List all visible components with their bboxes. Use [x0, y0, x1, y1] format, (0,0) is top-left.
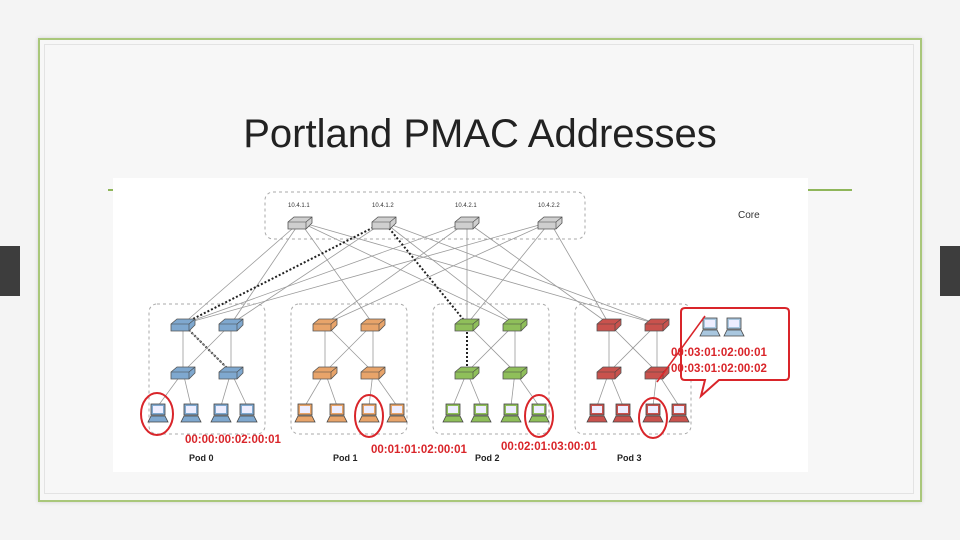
core-group-box: [264, 191, 586, 240]
switch-icon: [644, 318, 670, 332]
switch-icon: [170, 366, 196, 380]
host-icon: [147, 403, 169, 423]
pod-label: Pod 3: [617, 453, 642, 463]
switch-icon: [218, 318, 244, 332]
pod2-hosts: [442, 403, 550, 423]
pod2-switches: [454, 318, 528, 380]
switch-icon: [502, 366, 528, 380]
network-diagram: Core: [113, 178, 808, 472]
host-icon: [642, 403, 664, 423]
switch-icon: [454, 366, 480, 380]
right-edge-tab: [940, 246, 960, 296]
pmac-label: 00:03:01:02:00:01: [671, 347, 768, 359]
pmac-label: 00:03:01:02:00:02: [671, 363, 767, 375]
switch-icon: [454, 318, 480, 332]
host-icon: [528, 403, 550, 423]
host-icon: [180, 403, 202, 423]
pmac-label: 00:00:00:02:00:01: [185, 434, 282, 446]
core-ip-labels: 10.4.1.1 10.4.1.2 10.4.2.1 10.4.2.2: [288, 203, 560, 209]
host-icon: [723, 317, 745, 337]
pmac-label: 00:02:01:03:00:01: [501, 441, 598, 453]
pod0-switches: [170, 318, 244, 380]
highlight-circle: [354, 394, 384, 438]
highlight-circle: [140, 392, 174, 436]
core-switch-icon: [287, 216, 313, 230]
host-icon: [586, 403, 608, 423]
slide-inner-frame: [44, 44, 914, 494]
switch-icon: [360, 318, 386, 332]
fat-tree-svg: Core: [140, 191, 790, 463]
pod-labels: Pod 0 Pod 1 Pod 2 Pod 3: [189, 453, 642, 463]
core-switch-icon: [537, 216, 563, 230]
host-icon: [358, 403, 380, 423]
host-icon: [442, 403, 464, 423]
pmac-label: 00:01:01:02:00:01: [371, 444, 468, 456]
pod1-switches: [312, 318, 386, 380]
host-icon: [236, 403, 258, 423]
switch-icon: [596, 366, 622, 380]
agg-edge-links: [182, 323, 658, 373]
switch-icon: [644, 366, 670, 380]
host-icon: [470, 403, 492, 423]
switch-icon: [312, 318, 338, 332]
pod3-hosts: [586, 403, 690, 423]
pod3-switches: [596, 318, 670, 380]
host-icon: [386, 403, 408, 423]
switch-icon: [596, 318, 622, 332]
pod1-hosts: [294, 403, 408, 423]
switch-icon: [312, 366, 338, 380]
highlight-circles: [140, 392, 668, 439]
title-rule-right: [806, 189, 852, 191]
core-ip-3: 10.4.2.2: [538, 203, 560, 209]
pod0-box: [148, 303, 266, 435]
title-rule-left: [108, 189, 115, 191]
host-icon: [210, 403, 232, 423]
switch-icon: [360, 366, 386, 380]
pod-label: Pod 1: [333, 453, 358, 463]
core-switch-icon: [371, 216, 397, 230]
host-icon: [699, 317, 721, 337]
core-ip-2: 10.4.2.1: [455, 203, 477, 209]
core-ip-0: 10.4.1.1: [288, 203, 310, 209]
pod2-box: [432, 303, 550, 435]
host-icon: [500, 403, 522, 423]
pod-label: Pod 0: [189, 453, 214, 463]
highlight-circle: [638, 397, 668, 439]
host-icon: [294, 403, 316, 423]
pod1-box: [290, 303, 408, 435]
core-ip-1: 10.4.1.2: [372, 203, 394, 209]
host-icon: [668, 403, 690, 423]
core-switch-icon: [454, 216, 480, 230]
core-agg-links: [182, 221, 658, 325]
highlight-circle: [524, 394, 554, 438]
callout-arrow: [656, 315, 706, 383]
slide-title: Portland PMAC Addresses: [243, 112, 717, 156]
core-switches: [287, 216, 563, 230]
switch-icon: [218, 366, 244, 380]
switch-icon: [170, 318, 196, 332]
core-label: Core: [738, 210, 760, 221]
pod0-hosts: [147, 403, 258, 423]
left-edge-tab: [0, 246, 20, 296]
host-icon: [612, 403, 634, 423]
host-icon: [326, 403, 348, 423]
pod-label: Pod 2: [475, 453, 500, 463]
switch-icon: [502, 318, 528, 332]
pmac-labels: 00:03:01:02:00:01 00:03:01:02:00:02 00:0…: [185, 347, 768, 456]
